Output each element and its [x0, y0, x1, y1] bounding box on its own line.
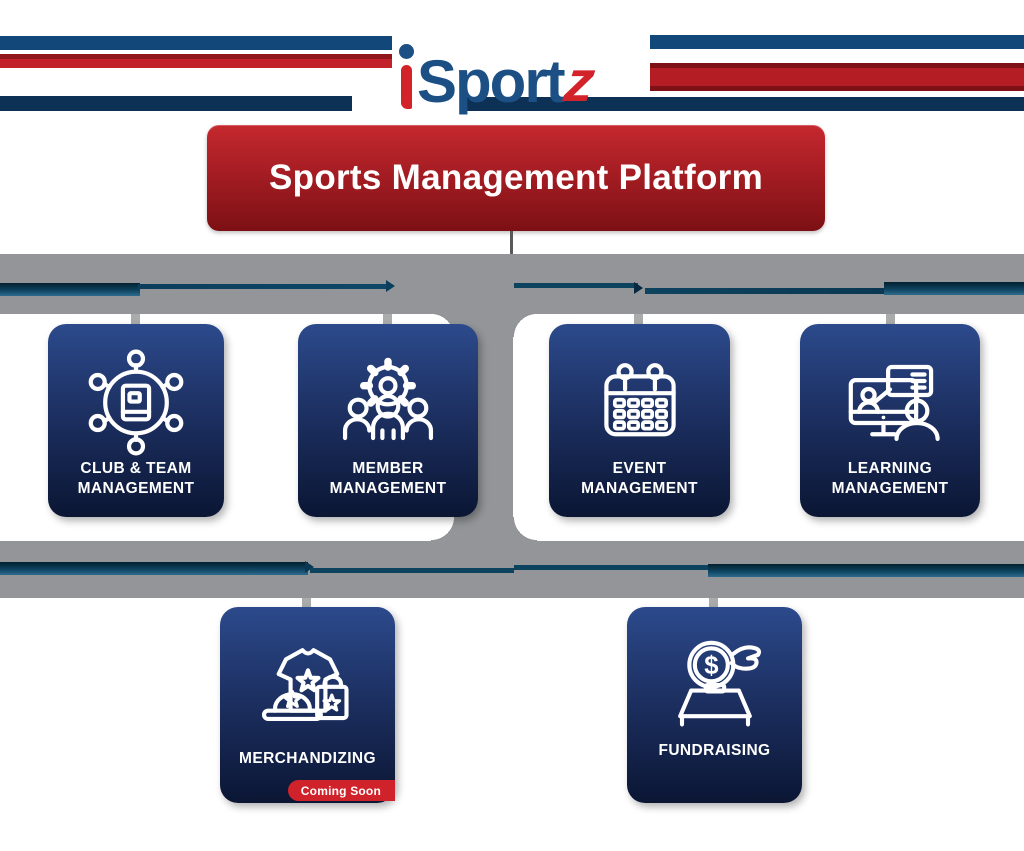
card-label: MERCHANDIZING — [239, 750, 376, 767]
platform-title: Sports Management Platform — [269, 158, 763, 197]
pipe-segment — [884, 282, 1024, 295]
card-learning-management[interactable]: LEARNING MANAGEMENT — [800, 324, 980, 517]
logo-text-z: z — [560, 49, 599, 114]
pipe-segment — [514, 565, 710, 570]
card-connector-stub — [709, 598, 718, 608]
isportz-logo[interactable]: Sport z — [398, 34, 648, 114]
pipe-segment — [708, 564, 1024, 577]
card-label: FUNDRAISING — [658, 742, 771, 759]
team-network-icon — [88, 349, 184, 456]
pipe-segment — [0, 562, 308, 575]
pipe-segment — [0, 283, 140, 296]
header-stripe-red-right — [650, 63, 1024, 91]
logo-i-dot — [399, 44, 414, 59]
header-stripe-navy-bottom-right — [466, 97, 1024, 111]
card-connector-stub — [131, 314, 140, 325]
member-gear-icon — [342, 357, 434, 441]
card-connector-stub — [886, 314, 895, 325]
pipe-segment — [310, 568, 514, 573]
logo-letter-i — [398, 42, 414, 114]
pipe-segment — [138, 284, 386, 289]
card-connector-stub — [302, 598, 311, 608]
banner-connector-line — [510, 231, 513, 255]
header-stripe-navy-left — [0, 36, 392, 50]
calendar-icon — [603, 363, 676, 437]
platform-title-banner: Sports Management Platform — [207, 125, 825, 231]
card-label: MEMBER MANAGEMENT — [329, 460, 447, 497]
column-fillet — [513, 313, 537, 337]
header-stripe-navy-bottom-left — [0, 96, 352, 111]
pipe-segment — [645, 288, 887, 294]
pipe-segment — [514, 283, 638, 288]
svg-text:$: $ — [704, 652, 718, 680]
pipe-arrow-icon — [386, 280, 395, 292]
logo-text-sport: Sport — [417, 48, 566, 115]
donation-box-icon: $ — [677, 640, 761, 727]
pipe-arrow-icon — [634, 282, 643, 294]
header-stripe-navy-right — [650, 35, 1024, 49]
merchandise-icon — [261, 648, 349, 721]
coming-soon-badge: Coming Soon — [287, 780, 395, 801]
card-label: EVENT MANAGEMENT — [581, 460, 698, 497]
pipe-arrow-icon — [305, 561, 314, 573]
card-connector-stub — [383, 314, 392, 325]
card-member-management[interactable]: MEMBER MANAGEMENT — [298, 324, 478, 517]
card-merchandizing[interactable]: MERCHANDIZING Coming Soon — [220, 607, 395, 803]
logo-i-stem — [401, 65, 412, 109]
online-learning-icon — [848, 364, 940, 441]
card-club-team-management[interactable]: CLUB & TEAM MANAGEMENT — [48, 324, 224, 517]
column-fillet — [431, 517, 455, 541]
card-label: LEARNING MANAGEMENT — [831, 460, 949, 497]
card-connector-stub — [634, 314, 643, 325]
card-fundraising[interactable]: $ FUNDRAISING — [627, 607, 802, 803]
card-label: CLUB & TEAM MANAGEMENT — [77, 460, 195, 497]
card-event-management[interactable]: EVENT MANAGEMENT — [549, 324, 730, 517]
column-fillet — [513, 517, 537, 541]
header-stripe-red-left — [0, 54, 392, 68]
